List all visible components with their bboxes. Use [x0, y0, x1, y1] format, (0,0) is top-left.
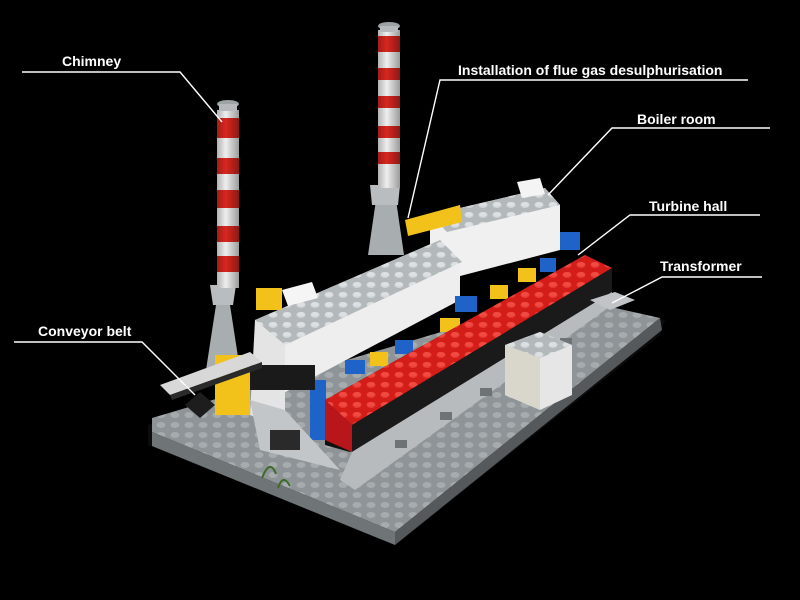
leader-line-turbine-hall: [577, 214, 760, 256]
chimney-left: [206, 100, 240, 370]
leader-lines: [14, 71, 770, 396]
leader-line-chimney: [22, 71, 223, 123]
color-accents: [345, 232, 580, 374]
leader-line-conveyor-belt: [14, 341, 196, 396]
boiler-room-block: [405, 178, 560, 280]
leader-line-transformer: [611, 276, 762, 304]
transformer: [505, 292, 635, 410]
label-conveyor-belt: Conveyor belt: [38, 323, 132, 339]
label-chimney: Chimney: [62, 53, 122, 69]
conveyor-belt: [160, 352, 262, 418]
label-turbine-hall: Turbine hall: [649, 198, 728, 214]
chimney-right: [368, 22, 404, 255]
label-transformer: Transformer: [660, 258, 742, 274]
label-boiler-room: Boiler room: [637, 111, 716, 127]
label-flue-gas-desulphurisation: Installation of flue gas desulphurisatio…: [458, 62, 723, 78]
leader-line-fgd: [407, 79, 748, 219]
leader-line-boiler-room: [547, 127, 770, 196]
